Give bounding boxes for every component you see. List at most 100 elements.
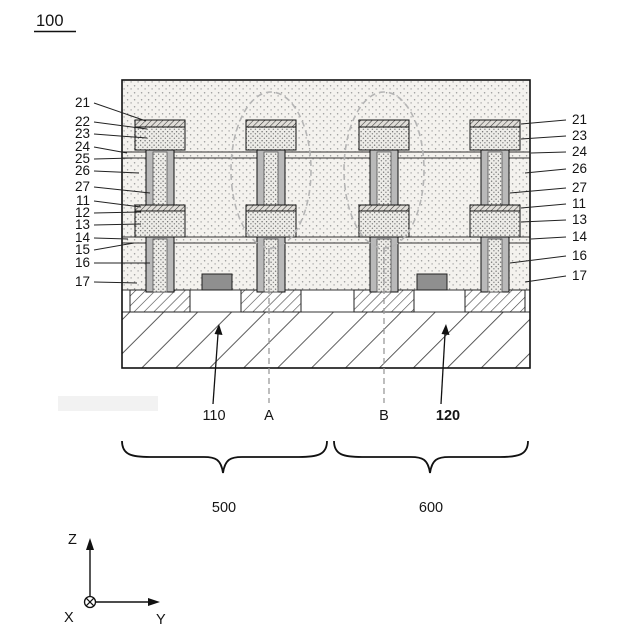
- brace-label-500: 500: [212, 500, 236, 516]
- arrowhead-110: [214, 324, 223, 335]
- z-axis-arrowhead: [86, 538, 94, 550]
- ref-label-right-27: 27: [572, 180, 587, 195]
- scan-artifact: [58, 396, 158, 411]
- layer-boundary-lines: [122, 151, 530, 313]
- leader-right-27: [509, 187, 567, 194]
- pad-body-13: [245, 210, 297, 238]
- arrowhead-120: [441, 324, 450, 335]
- leader-left-24: [93, 146, 128, 154]
- via-stack-3: [358, 119, 410, 293]
- ref-label-right-11: 11: [572, 196, 586, 211]
- pad-row-strip: [122, 290, 530, 312]
- region-a-ellipse: [230, 91, 312, 249]
- leader-left-21: [93, 102, 147, 122]
- ref-label-right-26: 26: [572, 161, 587, 176]
- left-reference-labels: 21 22 23 24 25 26 27 11 12 13 14 15 16 1…: [75, 95, 91, 289]
- y-axis-arrowhead: [148, 598, 160, 606]
- ref-label-left-25: 25: [75, 151, 90, 166]
- ref-label-left-21: 21: [75, 95, 90, 110]
- leader-right-13: [520, 219, 567, 223]
- leader-left-13: [93, 223, 142, 226]
- gate-block-right: [416, 273, 448, 291]
- ref-label-right-24: 24: [572, 144, 588, 159]
- ref-label-left-22: 22: [75, 114, 90, 129]
- lower-via-core: [263, 238, 279, 293]
- leader-left-17: [93, 281, 138, 284]
- leader-right-21: [520, 119, 567, 125]
- cap-body-23: [469, 126, 521, 151]
- upper-via-core: [376, 151, 392, 208]
- figure-title: 100: [36, 12, 64, 30]
- cap-body-23: [134, 126, 186, 151]
- leader-right-17: [524, 275, 567, 283]
- pad-layer-11: [358, 204, 410, 212]
- substrate: [122, 312, 530, 368]
- ref-label-left-14: 14: [75, 230, 91, 245]
- leader-left-12: [93, 211, 142, 214]
- lower-via-core: [487, 238, 503, 293]
- ref-label-left-24: 24: [75, 139, 91, 154]
- axis-label-z: Z: [68, 532, 77, 548]
- ref-label-left-17: 17: [75, 274, 90, 289]
- cap-layer-21: [469, 119, 521, 128]
- cap-body-23: [358, 126, 410, 151]
- ref-label-right-16: 16: [572, 248, 587, 263]
- ref-label-right-14: 14: [572, 229, 588, 244]
- braces: [121, 440, 529, 474]
- dielectric-region: [122, 80, 530, 312]
- axis-label-x: X: [64, 610, 74, 626]
- leader-right-16: [509, 255, 567, 264]
- cap-layer-21: [134, 119, 186, 128]
- cap-body-23: [245, 126, 297, 151]
- pad-body-13: [469, 210, 521, 238]
- label-region-b: B: [379, 408, 389, 424]
- left-leader-lines: [93, 102, 151, 284]
- device-cross-section: [121, 79, 531, 369]
- bottom-callouts: 110 A B 120: [202, 248, 460, 424]
- leader-left-23: [93, 133, 148, 139]
- ref-label-right-13: 13: [572, 212, 587, 227]
- ref-label-left-15: 15: [75, 242, 90, 257]
- upper-via-core: [263, 151, 279, 208]
- upper-via-core: [152, 151, 168, 208]
- ref-label-left-13: 13: [75, 217, 90, 232]
- axis-label-y: Y: [156, 612, 166, 628]
- substrate-pad-2: [240, 289, 302, 313]
- leader-right-24: [530, 151, 567, 154]
- pad-body-13: [134, 210, 186, 238]
- leader-right-14: [530, 236, 567, 240]
- substrate-pad-4: [464, 289, 526, 313]
- lower-via-core: [152, 238, 168, 293]
- gate-block-left: [201, 273, 233, 291]
- ref-label-left-27: 27: [75, 179, 90, 194]
- pad-body-13: [358, 210, 410, 238]
- leader-left-11: [93, 200, 142, 208]
- substrate-pad-1: [129, 289, 191, 313]
- ref-label-right-23: 23: [572, 128, 587, 143]
- leader-left-26: [93, 170, 140, 174]
- x-axis-cross-2: [85, 597, 95, 607]
- ref-label-left-26: 26: [75, 163, 90, 178]
- ref-label-right-17: 17: [572, 268, 587, 283]
- via-stack-4: [469, 119, 521, 293]
- brace-600: [333, 440, 529, 474]
- pad-layer-11: [469, 204, 521, 212]
- coordinate-axes: Z Y X: [64, 532, 166, 628]
- leader-120: [440, 333, 446, 405]
- leader-left-15: [93, 242, 135, 251]
- leader-left-14: [93, 237, 129, 240]
- leader-right-23: [520, 135, 567, 140]
- via-stack-1: [134, 119, 186, 293]
- leader-left-27: [93, 186, 151, 194]
- ref-label-left-11: 11: [76, 193, 90, 208]
- leader-left-22: [93, 121, 148, 130]
- brace-label-600: 600: [419, 500, 443, 516]
- brace-500: [121, 440, 328, 474]
- cap-layer-21: [245, 119, 297, 128]
- pad-layer-11: [245, 204, 297, 212]
- label-120: 120: [436, 408, 460, 424]
- ref-label-left-12: 12: [75, 205, 90, 220]
- figure-number: 100: [34, 12, 76, 33]
